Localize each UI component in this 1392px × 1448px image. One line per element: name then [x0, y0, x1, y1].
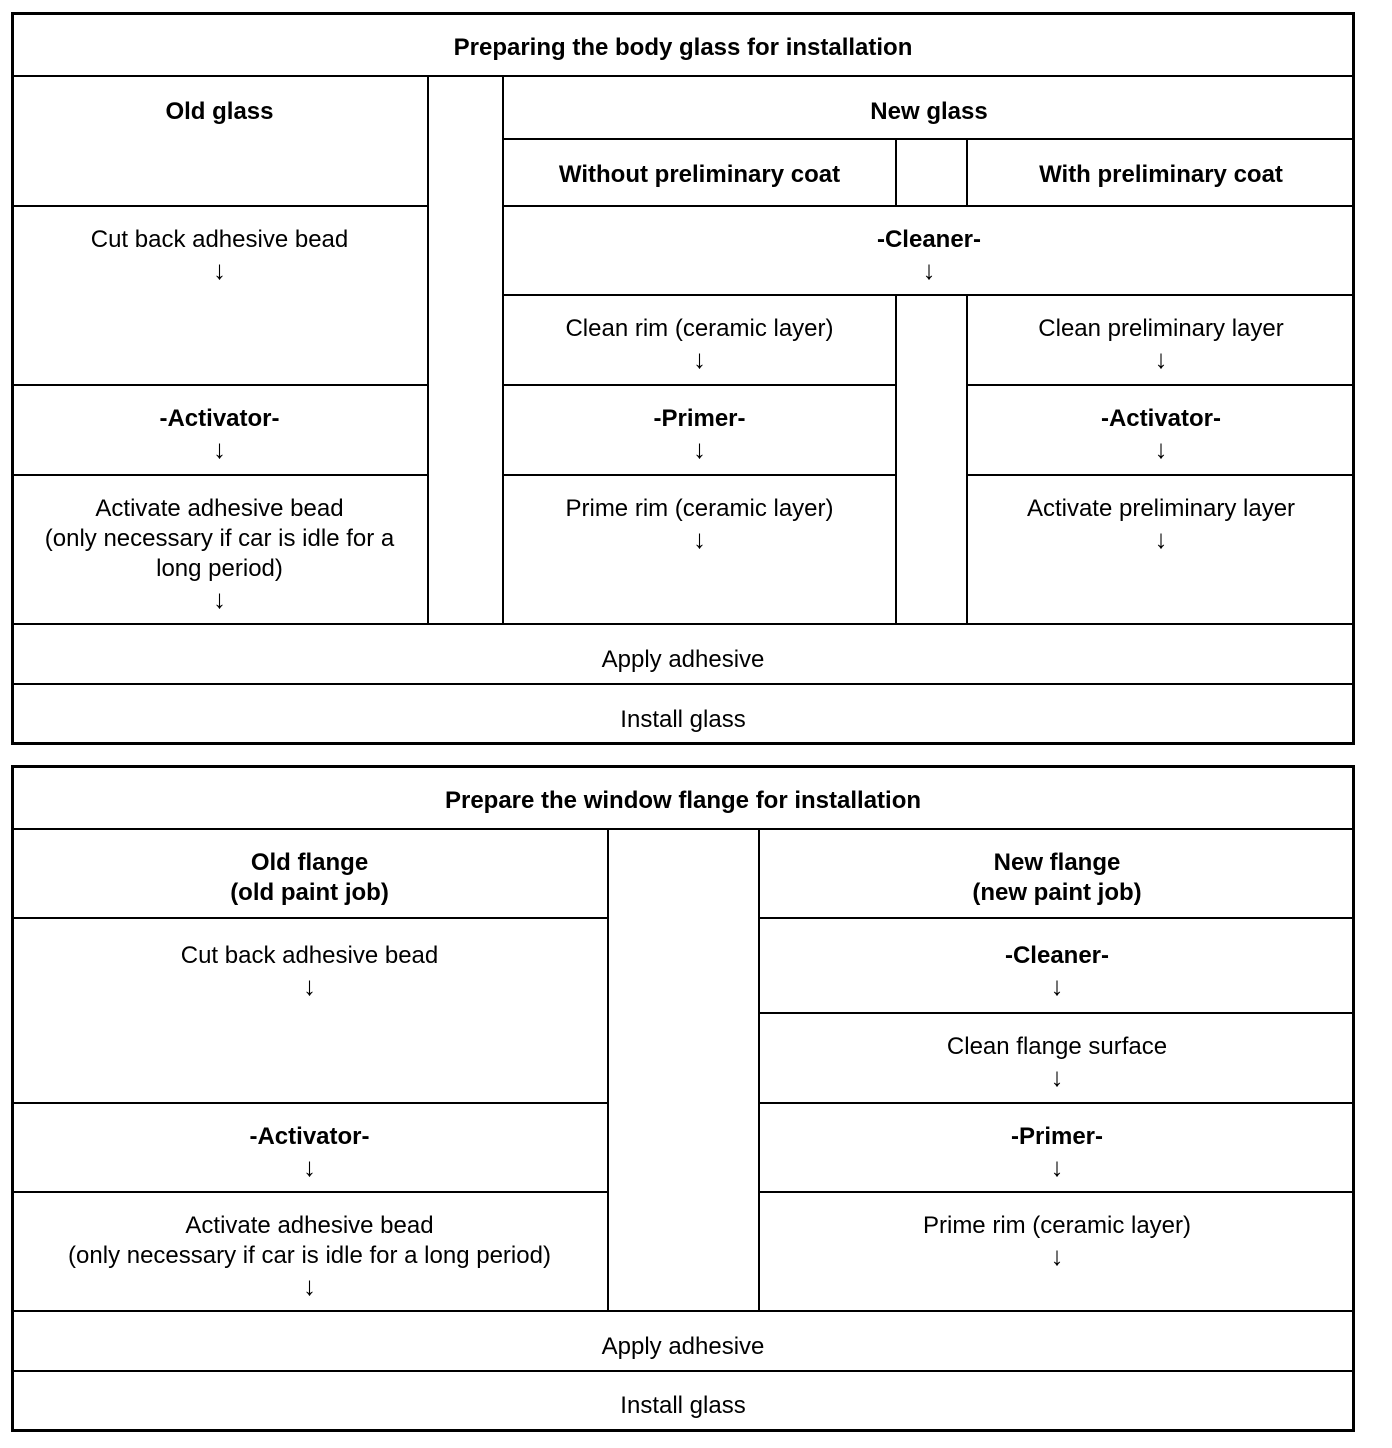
- old-flange-cut-step: Cut back adhesive bead ↓: [12, 917, 607, 1102]
- glass-table-title: Preparing the body glass for installatio…: [12, 13, 1354, 75]
- arrow-down-icon: ↓: [303, 1271, 316, 1301]
- glass-preparation-table: Preparing the body glass for installatio…: [11, 12, 1355, 745]
- old-glass-cut-step: Cut back adhesive bead ↓: [12, 205, 427, 384]
- old-glass-activator: -Activator- ↓: [12, 384, 427, 474]
- old-flange-activate-step: Activate adhesive bead (only necessary i…: [12, 1191, 607, 1310]
- activate-prelim-step: Activate preliminary layer ↓: [966, 474, 1354, 623]
- old-glass-header: Old glass: [12, 75, 427, 205]
- arrow-down-icon: ↓: [922, 255, 936, 285]
- glass-spacer-column: [427, 75, 502, 623]
- glass-title-text: Preparing the body glass for installatio…: [453, 34, 913, 61]
- arrow-down-icon: ↓: [1050, 1241, 1064, 1271]
- glass-install-glass: Install glass: [12, 683, 1354, 745]
- without-coat-header: Without preliminary coat: [502, 138, 895, 205]
- primer-step: -Primer- ↓: [502, 384, 895, 474]
- clean-rim-step: Clean rim (ceramic layer) ↓: [502, 294, 895, 384]
- arrow-down-icon: ↓: [1050, 971, 1064, 1001]
- arrow-down-icon: ↓: [693, 344, 706, 374]
- arrow-down-icon: ↓: [693, 524, 706, 554]
- arrow-down-icon: ↓: [213, 434, 226, 464]
- coat-spacer-column: [895, 294, 966, 623]
- old-flange-activator: -Activator- ↓: [12, 1102, 607, 1191]
- flange-table-title: Prepare the window flange for installati…: [12, 766, 1354, 828]
- with-coat-header: With preliminary coat: [966, 138, 1354, 205]
- old-glass-activate-step: Activate adhesive bead (only necessary i…: [12, 474, 427, 623]
- clean-prelim-step: Clean preliminary layer ↓: [966, 294, 1354, 384]
- flange-apply-adhesive: Apply adhesive: [12, 1310, 1354, 1370]
- with-coat-activator: -Activator- ↓: [966, 384, 1354, 474]
- flange-title-text: Prepare the window flange for installati…: [444, 787, 922, 814]
- prime-rim-step: Prime rim (ceramic layer) ↓: [502, 474, 895, 623]
- clean-flange-step: Clean flange surface ↓: [758, 1012, 1354, 1102]
- arrow-down-icon: ↓: [1050, 1152, 1064, 1182]
- glass-apply-adhesive: Apply adhesive: [12, 623, 1354, 683]
- arrow-down-icon: ↓: [213, 255, 226, 285]
- flange-spacer-column: [607, 828, 758, 1310]
- new-flange-prime-rim: Prime rim (ceramic layer) ↓: [758, 1191, 1354, 1310]
- arrow-down-icon: ↓: [1154, 434, 1168, 464]
- arrow-down-icon: ↓: [213, 584, 226, 614]
- new-glass-header: New glass: [502, 75, 1354, 138]
- flange-install-glass: Install glass: [12, 1370, 1354, 1430]
- arrow-down-icon: ↓: [303, 1152, 316, 1182]
- new-flange-cleaner: -Cleaner- ↓: [758, 917, 1354, 1012]
- arrow-down-icon: ↓: [1154, 524, 1168, 554]
- arrow-down-icon: ↓: [1050, 1062, 1064, 1092]
- arrow-down-icon: ↓: [693, 434, 706, 464]
- new-flange-primer: -Primer- ↓: [758, 1102, 1354, 1191]
- new-glass-cleaner: -Cleaner- ↓: [502, 205, 1354, 294]
- new-flange-header: New flange (new paint job): [758, 828, 1354, 917]
- old-flange-header: Old flange (old paint job): [12, 828, 607, 917]
- arrow-down-icon: ↓: [303, 971, 316, 1001]
- coat-spacer-top: [895, 138, 966, 205]
- arrow-down-icon: ↓: [1154, 344, 1168, 374]
- flange-preparation-table: Prepare the window flange for installati…: [11, 765, 1355, 1432]
